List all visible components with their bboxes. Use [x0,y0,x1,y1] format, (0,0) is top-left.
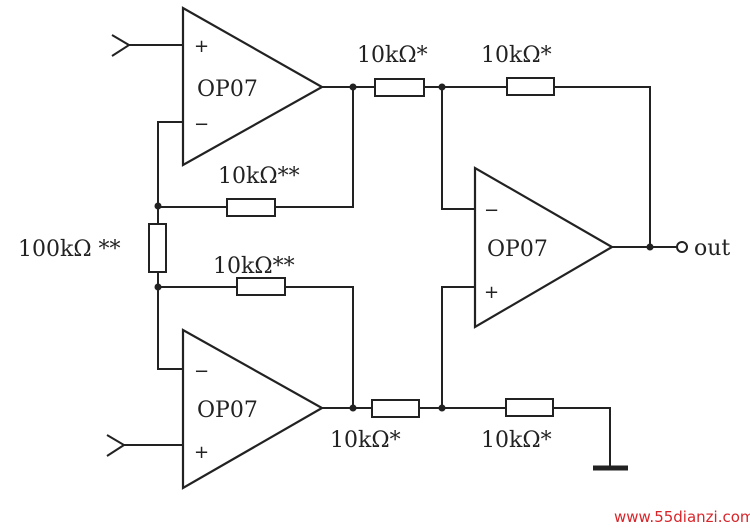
upper-feedback-resistor-label: 10kΩ** [218,164,300,189]
bottom-opamp-plus-sign: + [194,442,209,463]
bottom-inverting-wire [157,287,183,370]
top-input-terminal [111,34,131,57]
lower-feedback-wire-right [285,286,354,408]
bottom-opamp-minus-sign: − [194,361,209,382]
top-series-resistor-label: 10kΩ* [357,43,428,68]
bottom-opamp [181,328,325,490]
right-opamp-label: OP07 [487,237,548,262]
output-label: out [694,236,730,261]
top-inverting-wire [157,121,183,206]
bottom-ground-resistor [505,398,554,417]
top-feedback-resistor [506,77,555,96]
gain-resistor [148,223,167,273]
upper-feedback-wire [276,87,354,208]
output-terminal [676,241,688,253]
bottom-opamp-label: OP07 [197,398,258,423]
right-opamp-plus-sign: + [484,282,499,303]
right-opamp [473,166,615,329]
top-opamp-plus-sign: + [194,36,209,57]
bottom-series-resistor [371,399,420,418]
output-node [646,243,654,251]
bottom-series-resistor-label: 10kΩ* [330,428,401,453]
watermark: www.55dianzi.com [614,508,750,526]
lower-feedback-resistor-label: 10kΩ** [213,254,295,279]
right-minus-wire [441,87,475,210]
bottom-output-node [349,404,357,412]
top-opamp-label: OP07 [197,77,258,102]
bottom-input-terminal [106,434,126,457]
top-opamp [181,6,325,167]
top-feedback-wire-right [554,86,651,247]
ground-wire [553,407,611,466]
top-series-resistor [374,78,425,97]
lower-feedback-resistor [236,277,286,296]
right-plus-wire [441,286,475,408]
right-opamp-minus-sign: − [484,200,499,221]
upper-feedback-resistor [226,198,276,217]
top-feedback-resistor-label: 10kΩ* [481,43,552,68]
top-opamp-minus-sign: − [194,114,209,135]
gain-resistor-label: 100kΩ ** [18,237,121,262]
bottom-ground-resistor-label: 10kΩ* [481,428,552,453]
